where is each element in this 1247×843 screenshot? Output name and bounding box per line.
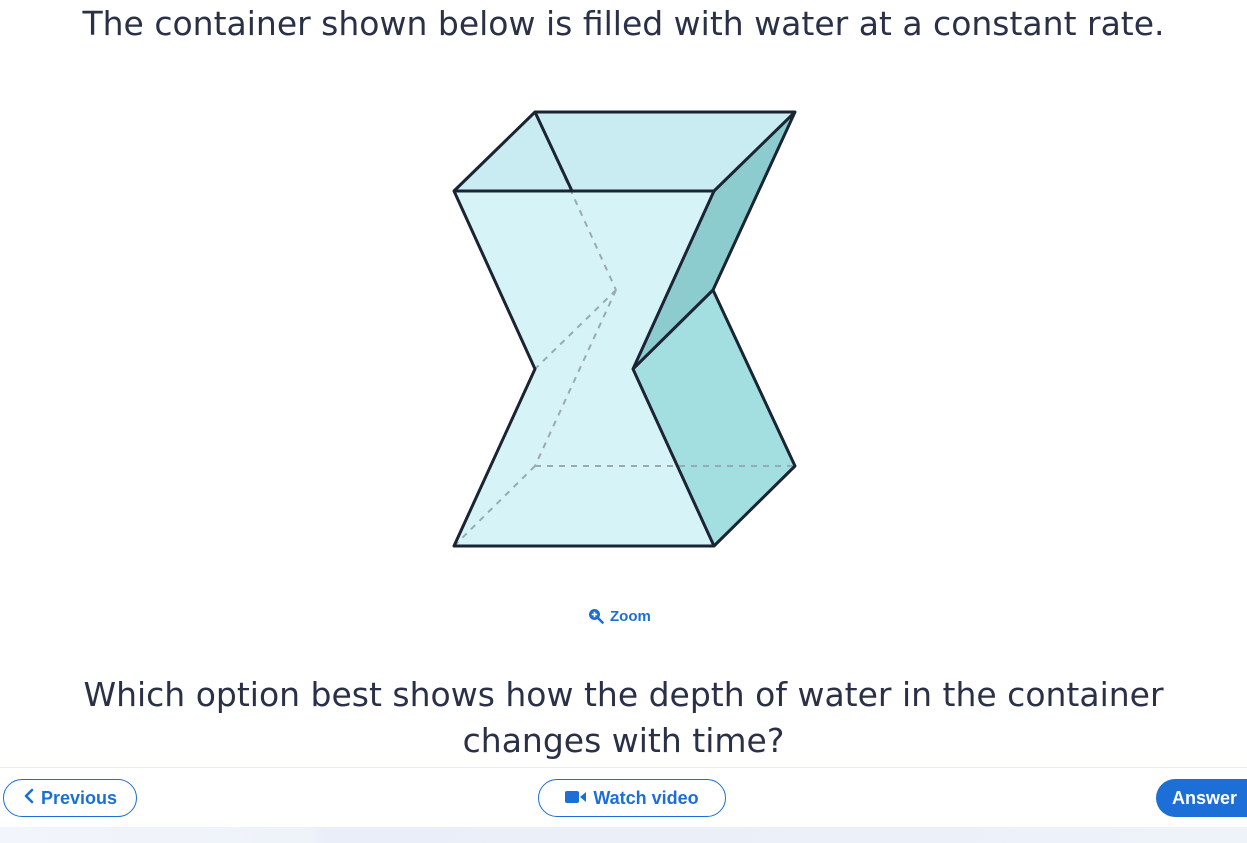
answer-label: Answer xyxy=(1172,787,1238,808)
previous-button[interactable]: Previous xyxy=(3,779,137,817)
previous-label: Previous xyxy=(40,787,118,808)
watch-video-label: Watch video xyxy=(593,787,699,808)
container-right-upper-face xyxy=(633,112,795,369)
chevron-left-icon xyxy=(23,788,35,809)
zoom-in-icon xyxy=(588,608,604,624)
watch-video-button[interactable]: Watch video xyxy=(538,779,726,817)
question-title: The container shown below is filled with… xyxy=(82,4,1165,43)
zoom-button[interactable]: Zoom xyxy=(588,604,651,628)
container-front-face xyxy=(454,191,714,546)
footer-shade xyxy=(0,827,1247,843)
video-camera-icon xyxy=(565,788,587,809)
zoom-label: Zoom xyxy=(610,607,651,625)
container-top-face xyxy=(454,112,795,191)
answer-button[interactable]: Answer xyxy=(1156,779,1247,817)
container-right-lower-face xyxy=(633,290,795,546)
question-prompt: Which option best shows how the depth of… xyxy=(83,675,1164,760)
container-figure xyxy=(452,110,797,548)
container-diagram xyxy=(440,100,810,560)
